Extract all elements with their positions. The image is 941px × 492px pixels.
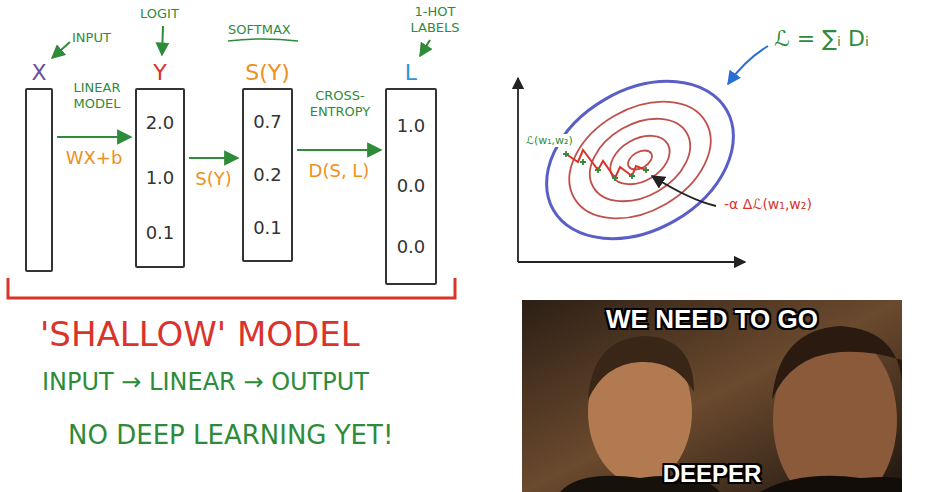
pointer-arrow	[162, 26, 163, 55]
model-note: LINEAR MODEL	[60, 80, 134, 111]
contours	[518, 49, 761, 270]
contour	[625, 147, 656, 174]
vector-value: 0.1	[253, 217, 282, 239]
pipeline-note: INPUT → LINEAR → OUTPUT	[42, 368, 369, 397]
input-note: INPUT	[72, 30, 111, 46]
vector-value: 0.0	[397, 236, 426, 258]
vector-heading: Y	[117, 60, 203, 86]
pointer-arrow	[728, 46, 768, 84]
vector-value: 1.0	[146, 167, 175, 189]
vector-value: 0.0	[397, 175, 426, 197]
pointer-arrow	[420, 40, 430, 56]
flow-arrow	[297, 149, 381, 151]
descent-path	[566, 150, 646, 178]
loss-note: CROSS-ENTROPY	[298, 88, 382, 119]
edge-label: S(Y)	[195, 168, 231, 190]
underline	[228, 39, 298, 41]
point-label: ℒ(w₁,w₂)	[524, 134, 575, 147]
vector-value: 0.1	[146, 222, 175, 244]
softmax-vector: S(Y)0.70.20.1	[242, 88, 293, 262]
input-box: X	[25, 88, 53, 272]
vector-value: 1.0	[397, 115, 426, 137]
step-stars	[563, 151, 649, 181]
suit	[760, 476, 902, 492]
gradient-step: -α Δℒ(w₁,w₂)	[722, 196, 814, 213]
contour	[518, 49, 761, 270]
heading: 'SHALLOW' MODEL	[40, 314, 360, 355]
logit-note: LOGIT	[140, 6, 179, 22]
meme-picture	[522, 300, 902, 492]
x-axis	[518, 261, 745, 263]
flow-arrow	[189, 157, 238, 159]
vector-cells: 0.7 0.2 0.1	[244, 90, 291, 260]
edge-label: WX+b	[66, 147, 123, 169]
vector-value: 0.2	[253, 164, 282, 186]
edge-label: D(S, L)	[309, 160, 370, 182]
y-axis	[517, 78, 519, 262]
vector-value: 2.0	[146, 112, 175, 134]
label-vector: L1.00.00.0	[385, 88, 437, 285]
remark: NO DEEP LEARNING YET!	[68, 420, 393, 451]
meme-caption: WE NEED TO GO	[606, 304, 818, 335]
logit-vector: Y2.01.00.1	[135, 88, 185, 268]
hair	[772, 326, 902, 400]
hair	[588, 336, 694, 400]
vector-heading: X	[7, 60, 71, 86]
flow-arrow	[57, 136, 131, 138]
contour	[575, 102, 705, 218]
pointer-arrow	[652, 176, 716, 206]
contour	[549, 78, 732, 242]
softmax-note: SOFTMAX	[228, 22, 291, 38]
vector-heading: S(Y)	[224, 60, 311, 86]
meme-caption: DEEPER	[663, 460, 762, 489]
vector-heading: L	[367, 60, 455, 86]
vector-cells: 2.0 1.0 0.1	[137, 90, 183, 266]
vector-cells	[27, 90, 51, 270]
vector-cells: 1.0 0.0 0.0	[387, 90, 435, 283]
vector-value: 0.7	[253, 111, 282, 133]
pointer-arrow	[52, 42, 70, 58]
loss-formula: ℒ = ∑ᵢ Dᵢ	[772, 26, 871, 52]
labels-note: 1-HOT LABELS	[402, 4, 468, 35]
